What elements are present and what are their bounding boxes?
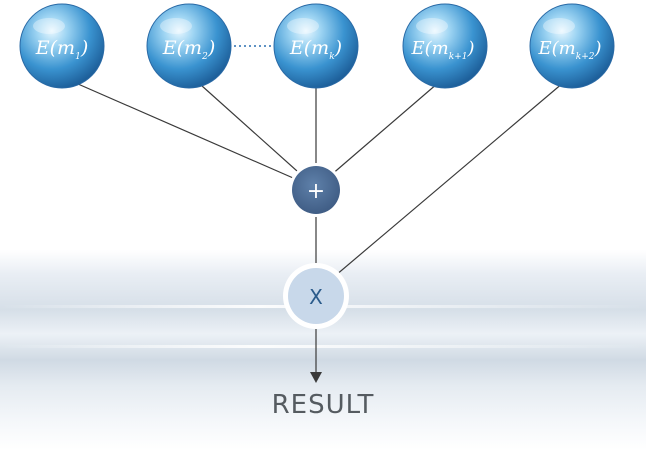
expert-node-k: E(mk) bbox=[273, 3, 359, 89]
svg-text:E(mk): E(mk) bbox=[289, 37, 342, 62]
expert-node-k-plus-1: E(mk+1) bbox=[402, 3, 488, 89]
sum-symbol: + bbox=[307, 179, 325, 204]
expert-node-1: E(m1) bbox=[19, 3, 105, 89]
band-streak bbox=[0, 345, 646, 348]
connector-expert-k2-to-multiply bbox=[315, 76, 571, 293]
connector-expert-1-to-sum bbox=[61, 76, 317, 189]
expert-node-k-plus-2: E(mk+2) bbox=[529, 3, 615, 89]
multiply-symbol: X bbox=[309, 285, 323, 309]
arrow-head bbox=[310, 372, 322, 383]
result-label: RESULT bbox=[271, 390, 375, 420]
svg-text:E(mk+2): E(mk+2) bbox=[538, 38, 602, 62]
connector-expert-2-to-sum bbox=[191, 76, 317, 189]
connector-expert-k1-to-sum bbox=[315, 76, 446, 189]
sum-node: + bbox=[289, 163, 343, 217]
svg-text:E(m1): E(m1) bbox=[35, 37, 88, 62]
svg-text:E(mk+1): E(mk+1) bbox=[411, 38, 475, 62]
multiply-node: X bbox=[283, 263, 349, 329]
expert-node-2: E(m2) bbox=[146, 3, 232, 89]
svg-text:E(m2): E(m2) bbox=[162, 37, 215, 62]
